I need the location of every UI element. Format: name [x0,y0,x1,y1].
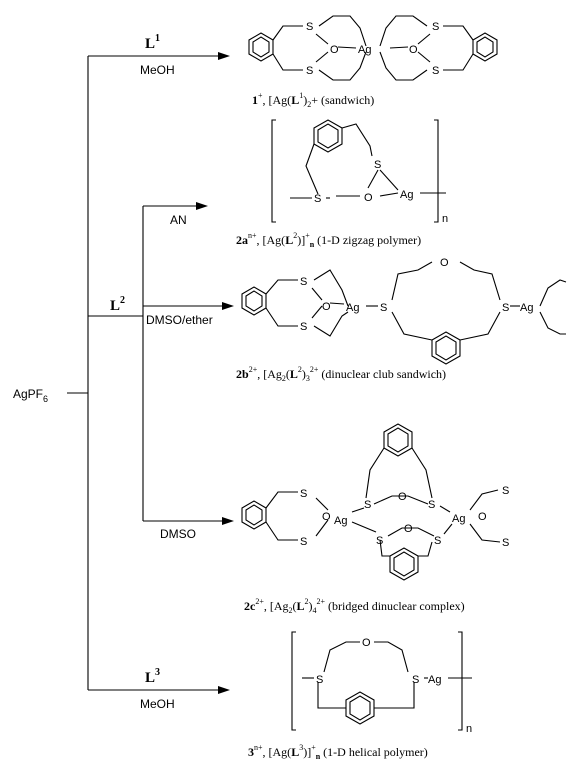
atom-label: Ag [334,515,347,527]
caption-2a: 2an+, [Ag(L2)]+n (1-D zigzag polymer) [236,231,421,249]
atom-label: S [300,276,307,288]
atom-label: O [322,511,331,523]
atom-label: S [300,321,307,333]
atom-label: S [364,499,371,511]
atom-label: S [376,535,383,547]
structure-2b-club-sandwich: S S O Ag S O S Ag [241,257,567,365]
atom-label: S [428,499,435,511]
atom-label: S [434,535,441,547]
atom-label: O [404,523,413,535]
atom-label: S [502,302,509,314]
atom-label: S [412,674,419,686]
ligand-label-1: L1 [145,33,160,52]
solvent-label-3: MeOH [140,697,175,711]
atom-label: S [374,159,381,171]
atom-label: O [322,301,331,313]
atom-label: S [432,65,439,77]
atom-label: O [330,44,339,56]
atom-label: S [502,537,509,549]
reagent-label: AgPF6 [13,387,48,404]
atom-label: n [466,723,472,735]
sub-solvent-dmso-ether: DMSO/ether [146,313,213,327]
atom-label: O [409,44,418,56]
caption-3: 3n+, [Ag(L3)]+n (1-D helical polymer) [248,743,428,761]
atom-label: Ag [400,189,413,201]
atom-label: S [432,21,439,33]
atom-label: S [306,21,313,33]
atom-label: S [300,488,307,500]
atom-label: O [364,192,373,204]
caption-1: 1+, [Ag(L1)2+ (sandwich) [252,91,374,109]
scheme-arrows [67,52,234,694]
sub-solvent-an: AN [170,213,187,227]
atom-label: n [442,213,448,225]
solvent-label-1: MeOH [140,63,175,77]
atom-label: O [478,511,487,523]
atom-label: S [314,193,321,205]
sub-solvent-dmso: DMSO [160,527,196,541]
atom-label: O [362,637,371,649]
ligand-label-3: L3 [145,667,160,686]
atom-label: Ag [520,302,533,314]
atom-label: Ag [428,674,441,686]
structure-2c-bridged-complex: S S O Ag S S O S S O Ag S S O [241,423,509,581]
atom-label: S [300,536,307,548]
caption-2c: 2c2+, [Ag2(L2)42+ (bridged dinuclear com… [244,597,465,615]
atom-label: S [306,65,313,77]
structure-2a-zigzag-polymer: S S O Ag n [271,119,448,225]
atom-label: O [440,257,449,269]
ligand-label-2: L2 [110,295,125,314]
atom-label: Ag [358,44,371,56]
atom-label: Ag [346,302,359,314]
atom-label: S [380,302,387,314]
atom-label: S [316,674,323,686]
atom-label: O [398,491,407,503]
caption-2b: 2b2+, [Ag2(L2)32+ (dinuclear club sandwi… [236,365,446,383]
structure-3-helical-polymer: O S S Ag n [291,631,472,735]
structure-1-sandwich: S S O Ag O S S [248,15,498,81]
atom-label: S [502,485,509,497]
atom-label: Ag [452,513,465,525]
